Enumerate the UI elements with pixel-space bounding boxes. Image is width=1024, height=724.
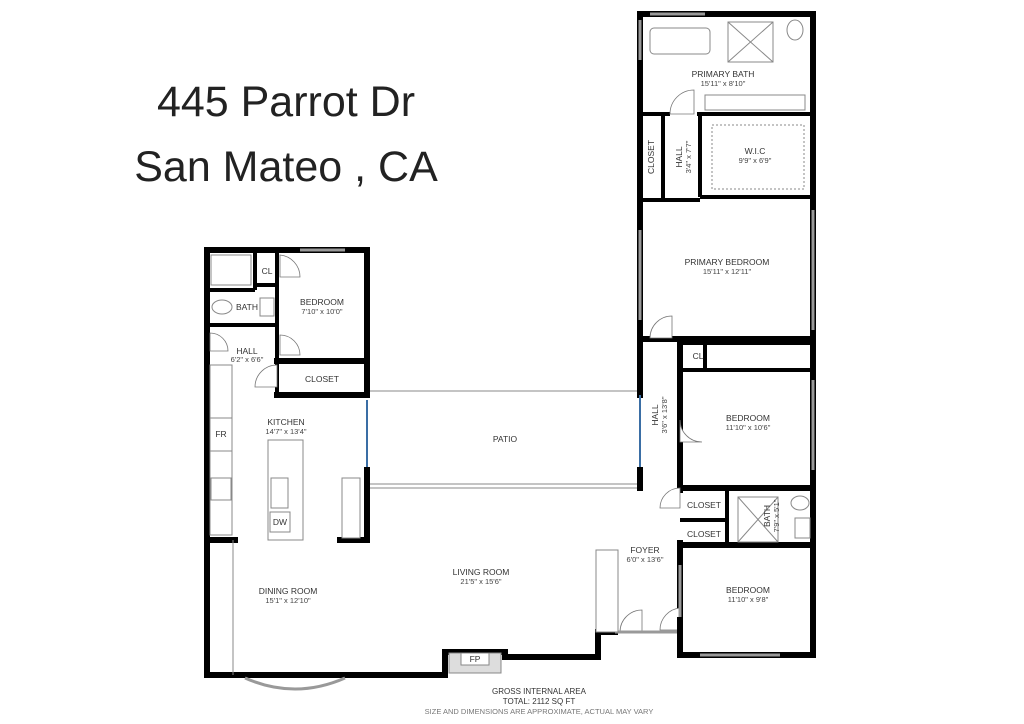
dishwasher-label: DW	[273, 517, 287, 527]
room-dims: 11'10" x 10'6"	[726, 423, 771, 432]
fireplace-label: FP	[470, 654, 481, 664]
left-wing-fixtures	[209, 254, 361, 541]
right-wing-walls	[637, 11, 816, 658]
toilet-icon	[790, 495, 810, 511]
gross-area-label: GROSS INTERNAL AREA	[492, 687, 587, 696]
total-area: TOTAL: 2112 SQ FT	[503, 697, 576, 706]
room-name: W.I.C	[745, 146, 766, 156]
address-line-2: San Mateo , CA	[134, 143, 438, 191]
room-name: CLOSET	[687, 500, 721, 510]
room-dims: 15'11" x 12'11"	[703, 267, 752, 276]
room-dims: 11'10" x 9'8"	[728, 595, 769, 604]
room-labels: PRIMARY BATH 15'11" x 8'10" W.I.C 9'9" x…	[215, 69, 781, 664]
room-name: KITCHEN	[267, 417, 304, 427]
room-name: PRIMARY BEDROOM	[685, 257, 770, 267]
stove-icon	[210, 477, 232, 501]
room-dims: 15'1" x 12'10"	[265, 596, 311, 605]
room-name: BEDROOM	[726, 585, 770, 595]
room-dims: 3'4" x 7'7"	[684, 140, 693, 173]
shower-icon	[210, 254, 252, 286]
room-dims: 6'2" x 6'6"	[231, 355, 264, 364]
room-name: HALL	[674, 146, 684, 168]
fridge-icon	[209, 417, 233, 452]
door	[669, 89, 695, 115]
room-dims: 7'9" x 5'1"	[772, 499, 781, 532]
room-name: BATH	[762, 505, 772, 527]
bathtub-icon	[649, 27, 711, 55]
door	[254, 364, 278, 388]
living-area-walls	[204, 537, 683, 691]
room-name: BATH	[236, 302, 258, 312]
room-name: CLOSET	[305, 374, 339, 384]
patio-outline	[367, 390, 640, 489]
sink-icon	[270, 477, 289, 509]
room-name: CLOSET	[687, 529, 721, 539]
disclaimer: SIZE AND DIMENSIONS ARE APPROXIMATE, ACT…	[425, 707, 654, 716]
vanity-icon	[704, 94, 806, 111]
wic-shelving	[711, 124, 805, 190]
room-name: CL	[693, 351, 704, 361]
door	[659, 487, 681, 509]
room-name: CLOSET	[646, 140, 656, 174]
room-name: FOYER	[630, 545, 659, 555]
right-wing-fixtures	[619, 19, 811, 633]
toilet-icon	[211, 299, 233, 315]
counter	[341, 477, 361, 539]
room-dims: 21'5" x 15'6"	[460, 577, 501, 586]
room-dims: 3'6" x 13'8"	[660, 396, 669, 433]
door	[209, 332, 229, 352]
room-name: CL	[262, 266, 273, 276]
room-name: LIVING ROOM	[453, 567, 510, 577]
room-name: PATIO	[493, 434, 518, 444]
room-dims: 6'0" x 13'6"	[627, 555, 664, 564]
dishwasher-icon	[269, 511, 291, 533]
door	[279, 254, 301, 278]
room-dims: 14'7" x 13'4"	[265, 427, 306, 436]
room-name: HALL	[650, 404, 660, 426]
door	[649, 315, 673, 339]
front-door	[619, 609, 643, 633]
room-name: PRIMARY BATH	[692, 69, 755, 79]
foyer-closet	[595, 549, 619, 633]
left-wing-walls	[204, 247, 370, 543]
room-name: HALL	[236, 346, 258, 356]
door	[279, 334, 301, 356]
door	[679, 419, 703, 443]
room-dims: 7'10" x 10'0"	[301, 307, 342, 316]
room-dims: 15'11" x 8'10"	[701, 79, 746, 88]
room-name: BEDROOM	[726, 413, 770, 423]
fridge-label: FR	[215, 429, 226, 439]
sink-icon	[259, 297, 275, 317]
room-name: BEDROOM	[300, 297, 344, 307]
room-name: DINING ROOM	[259, 586, 318, 596]
room-dims: 9'9" x 6'9"	[739, 156, 772, 165]
sink-icon	[794, 517, 811, 539]
address-line-1: 445 Parrot Dr	[157, 78, 415, 126]
toilet-icon	[786, 19, 804, 41]
